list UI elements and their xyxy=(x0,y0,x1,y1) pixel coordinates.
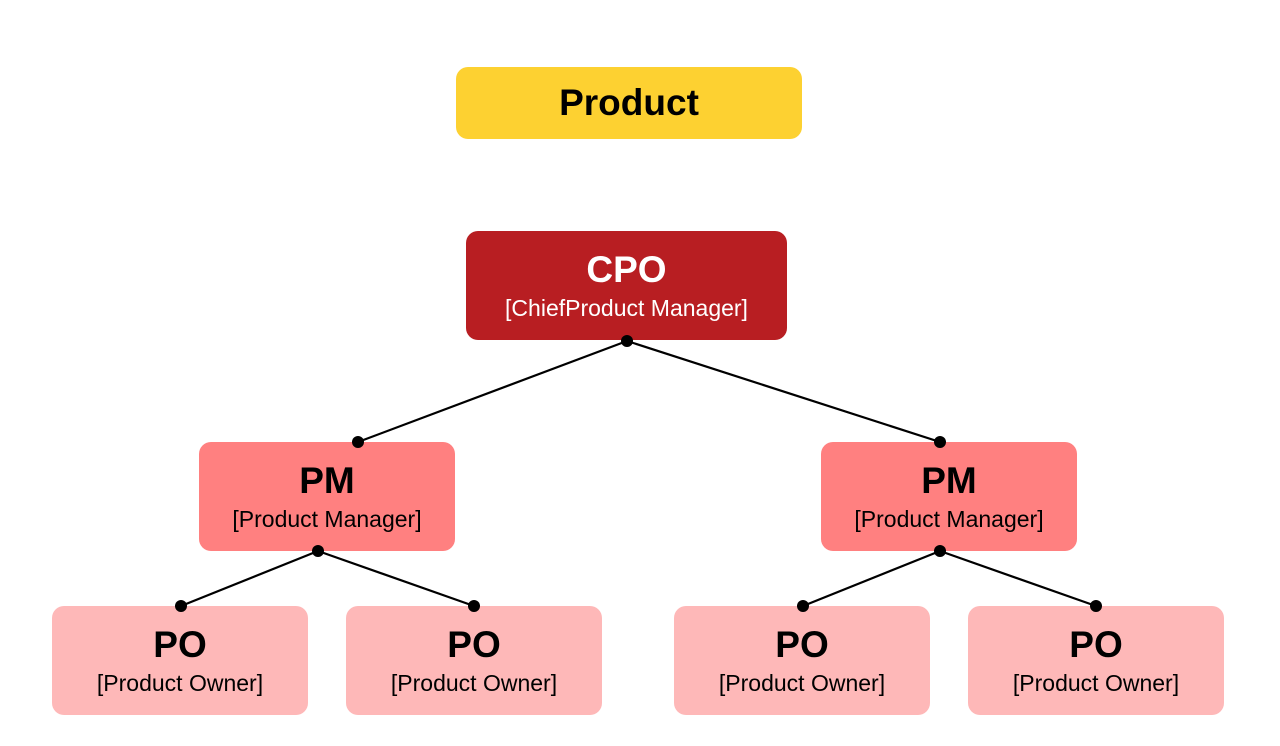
node-abbr: PO xyxy=(153,623,207,665)
node-po-3: PO [Product Owner] xyxy=(674,606,930,715)
edge-cpo-pm-right xyxy=(626,339,941,444)
connector-dot xyxy=(797,600,809,612)
node-po-2: PO [Product Owner] xyxy=(346,606,602,715)
edge-pm-left-po-2 xyxy=(317,549,475,608)
connector-dot xyxy=(352,436,364,448)
node-abbr: PO xyxy=(775,623,829,665)
connector-dot xyxy=(312,545,324,557)
title-text: Product xyxy=(559,82,699,123)
node-po-4: PO [Product Owner] xyxy=(968,606,1224,715)
edge-cpo-pm-left xyxy=(357,339,628,444)
node-full-title: [Product Owner] xyxy=(96,669,264,696)
connector-dot xyxy=(1090,600,1102,612)
connector-dot xyxy=(621,335,633,347)
node-po-1: PO [Product Owner] xyxy=(52,606,308,715)
node-abbr: PO xyxy=(447,623,501,665)
title-box: Product xyxy=(456,67,802,139)
node-abbr: PM xyxy=(921,459,977,501)
connector-dot xyxy=(934,436,946,448)
edge-pm-left-po-1 xyxy=(180,549,319,608)
node-full-title: [Product Owner] xyxy=(1012,669,1180,696)
connector-dot xyxy=(468,600,480,612)
node-abbr: PM xyxy=(299,459,355,501)
node-abbr: CPO xyxy=(586,248,667,290)
node-full-title: [ChiefProduct Manager] xyxy=(505,294,748,321)
node-pm-left: PM [Product Manager] xyxy=(199,442,455,551)
node-abbr: PO xyxy=(1069,623,1123,665)
connector-dot xyxy=(175,600,187,612)
node-full-title: [Product Manager] xyxy=(232,505,422,532)
edge-pm-right-po-3 xyxy=(802,549,941,608)
node-full-title: [Product Owner] xyxy=(718,669,886,696)
node-pm-right: PM [Product Manager] xyxy=(821,442,1077,551)
node-full-title: [Product Owner] xyxy=(390,669,558,696)
connector-dot xyxy=(934,545,946,557)
node-cpo: CPO [ChiefProduct Manager] xyxy=(466,231,787,340)
node-full-title: [Product Manager] xyxy=(854,505,1044,532)
edge-pm-right-po-4 xyxy=(939,549,1097,608)
